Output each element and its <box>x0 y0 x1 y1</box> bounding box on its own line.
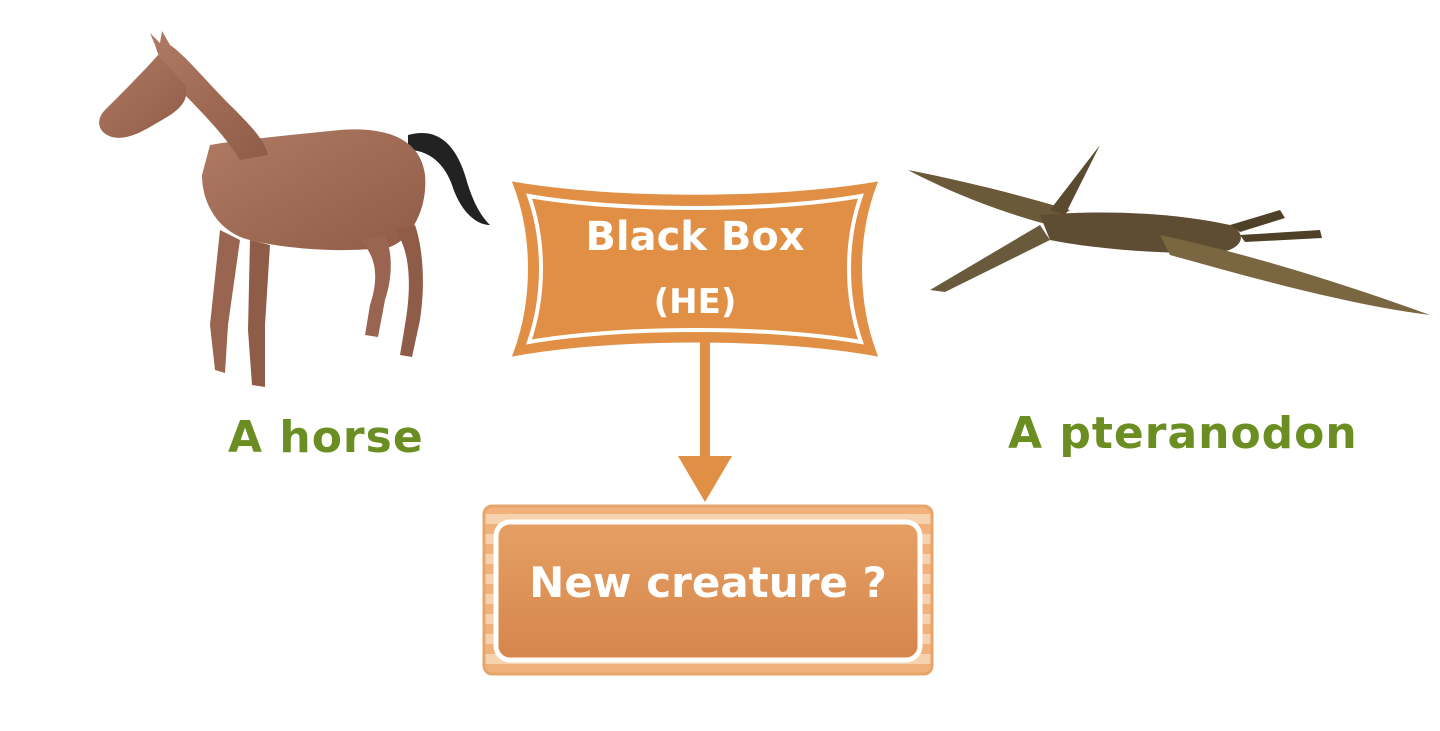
black-box-title: Black Box <box>585 214 805 260</box>
pteranodon-illustration <box>908 145 1430 315</box>
horse-illustration <box>99 31 490 387</box>
new-creature-box <box>482 504 934 676</box>
pteranodon-label: A pteranodon <box>1008 408 1358 459</box>
black-box-badge <box>511 181 879 357</box>
horse-label: A horse <box>228 412 424 463</box>
down-arrow <box>678 336 732 502</box>
black-box-subtitle: (HE) <box>653 282 737 322</box>
new-creature-label: New creature ? <box>529 558 887 607</box>
